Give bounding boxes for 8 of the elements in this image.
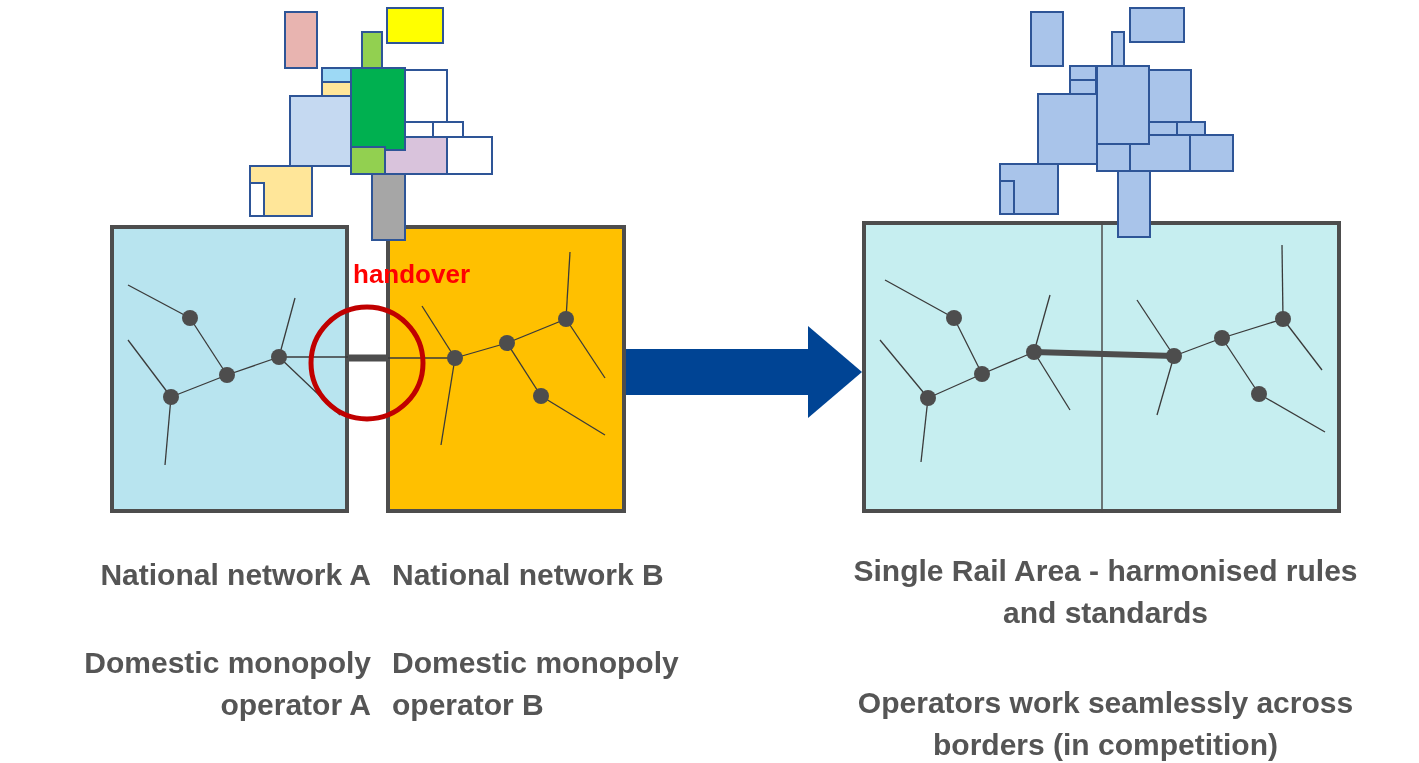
network-caption: National network B	[392, 557, 665, 593]
operator-caption: Operators work seamlessly across borders (in competition)	[856, 685, 1355, 763]
network-caption: National network A	[99, 557, 371, 593]
network-caption: Single Rail Area - harmonised rules and standards	[852, 553, 1359, 631]
operator-caption: Domestic monopoly operator B	[392, 645, 680, 723]
operator-caption: Domestic monopoly operator A	[83, 645, 371, 723]
border-link	[349, 354, 386, 362]
arrow	[626, 326, 862, 418]
